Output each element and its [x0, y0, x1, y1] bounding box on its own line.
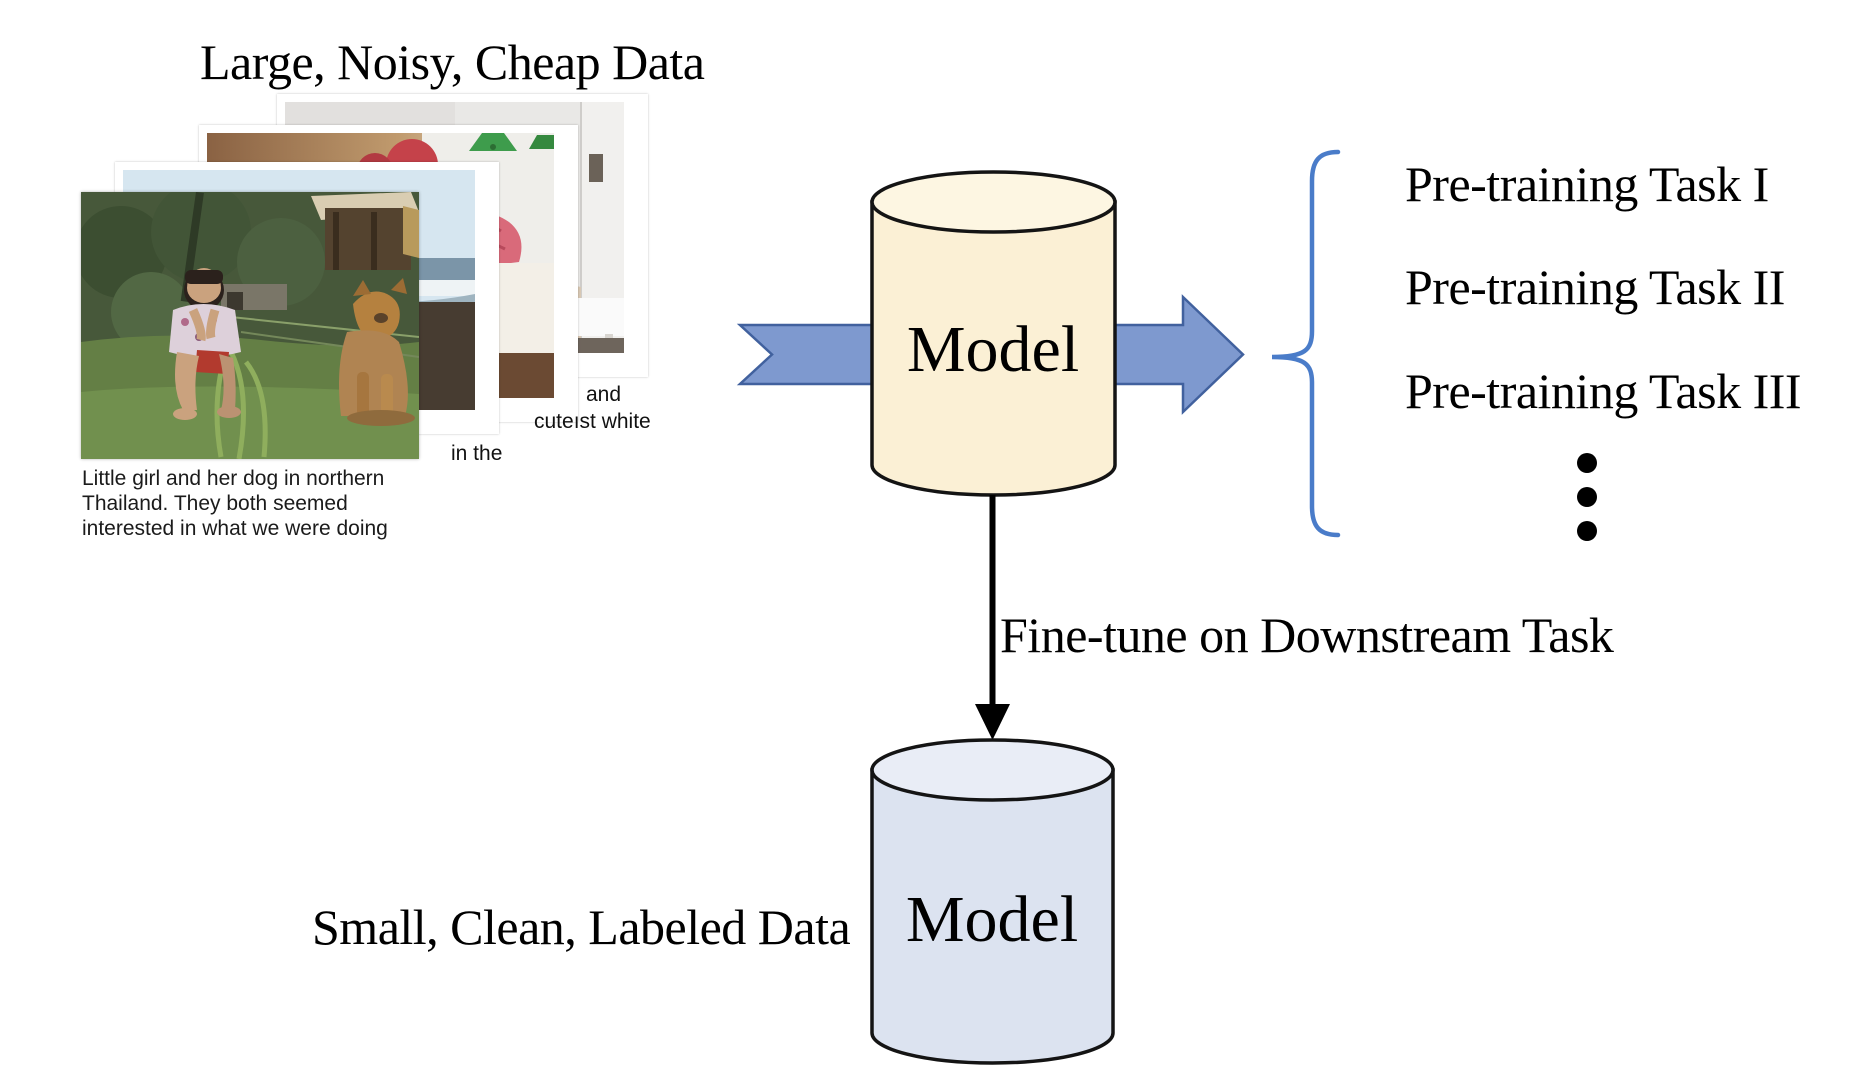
- small-data-label: Small, Clean, Labeled Data: [312, 899, 851, 955]
- pretraining-task-2: Pre-training Task II: [1405, 259, 1785, 315]
- finetune-label: Fine-tune on Downstream Task: [1000, 607, 1614, 663]
- girl-dog-image: [81, 192, 419, 459]
- pretrained-model-cylinder: [870, 170, 1117, 497]
- photo-caption-main: Little girl and her dog in northern Thai…: [82, 467, 388, 540]
- photo-girl-dog: [81, 192, 419, 459]
- finetune-arrow: [975, 495, 1010, 740]
- pretraining-task-1: Pre-training Task I: [1405, 156, 1769, 212]
- finetuned-model-cylinder: [870, 738, 1115, 1065]
- finetune-arrowhead: [975, 704, 1010, 740]
- photo-caption-fragment-and: and: [586, 383, 622, 406]
- photo-caption-fragment-inthe: in the: [451, 442, 503, 465]
- dog-figure: [339, 278, 415, 426]
- photo-caption-fragment-cute: cuteıst white: [534, 410, 651, 433]
- cylinder-body: [870, 768, 1115, 1065]
- tasks-brace: [1271, 149, 1341, 538]
- cylinder-top-ellipse: [870, 170, 1117, 234]
- model-top-label: Model: [906, 313, 1080, 386]
- ellipsis-dots: [1577, 453, 1597, 541]
- cylinder-body: [870, 200, 1117, 497]
- cylinder-top-ellipse: [870, 738, 1115, 802]
- girl-figure: [169, 268, 241, 420]
- pretraining-task-3: Pre-training Task III: [1405, 363, 1802, 419]
- noisy-data-title: Large, Noisy, Cheap Data: [200, 34, 705, 90]
- model-bottom-label: Model: [905, 883, 1079, 956]
